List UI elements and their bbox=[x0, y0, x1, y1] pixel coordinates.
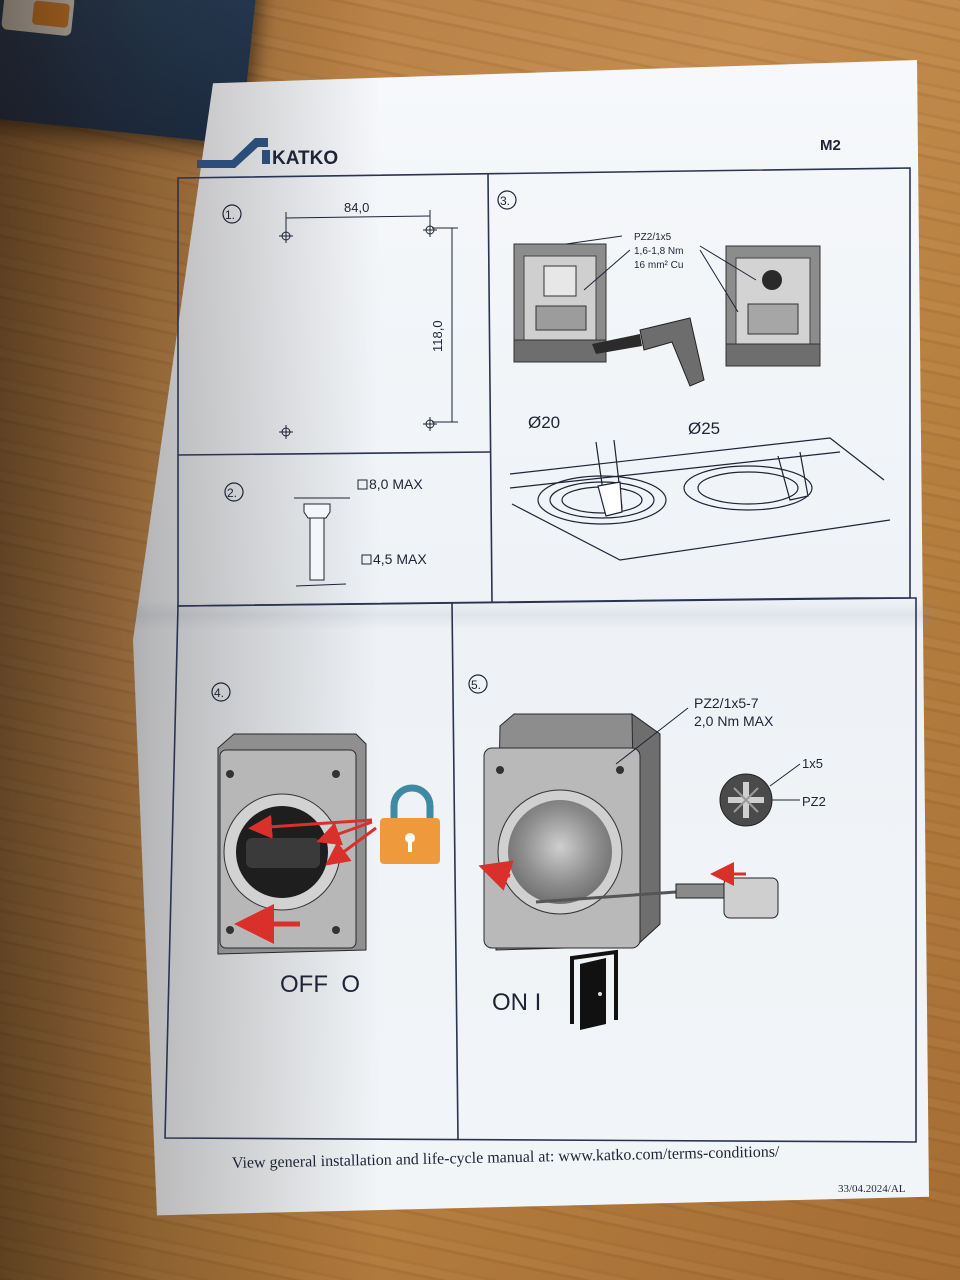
switch-module-right bbox=[699, 245, 821, 367]
step-1-badge bbox=[222, 204, 242, 224]
panel-1: 1. 84,0 118,0 bbox=[222, 200, 458, 439]
footer-note: View general installation and life-cycle… bbox=[232, 1144, 780, 1172]
spec-3-line-2: 1,6-1,8 Nm bbox=[634, 246, 683, 257]
head-max: 8,0 MAX bbox=[369, 476, 423, 492]
doc-code: M2 bbox=[820, 137, 841, 154]
spec-5-line-2: 2,0 Nm MAX bbox=[694, 713, 774, 729]
padlock-icon bbox=[380, 784, 440, 864]
dim-height: 118,0 bbox=[430, 320, 445, 352]
katko-logo bbox=[197, 138, 270, 168]
state-off: OFF O bbox=[280, 971, 360, 998]
doc-date: 33/04.2024/AL bbox=[838, 1183, 906, 1195]
switch-off-illustration bbox=[217, 733, 377, 955]
knockout-drawing bbox=[509, 437, 891, 561]
mount-holes bbox=[279, 223, 437, 439]
step-3-number: 3. bbox=[500, 194, 510, 208]
panel-5: 5. PZ2/1x5-7 2,0 Nm MAX 1x5 PZ2 bbox=[468, 674, 826, 1030]
step-2-badge bbox=[224, 482, 244, 502]
step-5-number: 5. bbox=[471, 678, 481, 692]
step-2-number: 2. bbox=[227, 486, 237, 500]
step-5-badge bbox=[468, 674, 488, 694]
bit-type: PZ2 bbox=[802, 794, 826, 809]
door-icon bbox=[570, 949, 618, 1030]
switch-module-left bbox=[513, 235, 631, 363]
pozidriv-bit-icon bbox=[719, 763, 801, 827]
step-1-number: 1. bbox=[225, 208, 235, 222]
bit-size: 1x5 bbox=[802, 756, 823, 771]
panel-3: 3. PZ2/1x5 1,6-1,8 Nm 16 mm² Cu bbox=[497, 190, 891, 561]
step-4-badge bbox=[211, 682, 231, 702]
switch-on-illustration bbox=[478, 707, 689, 951]
step-3-badge bbox=[497, 190, 517, 210]
shaft-max: 4,5 MAX bbox=[373, 551, 427, 567]
panel-2: 2. 8,0 MAX 4,5 MAX bbox=[224, 476, 427, 587]
spec-5-line-1: PZ2/1x5-7 bbox=[694, 695, 759, 711]
dim-width: 84,0 bbox=[344, 200, 369, 215]
screw-drawing bbox=[294, 497, 350, 587]
screwdriver-5 bbox=[535, 862, 779, 919]
spec-3-line-3: 16 mm² Cu bbox=[634, 260, 683, 271]
screwdriver-3 bbox=[592, 317, 705, 387]
hole-large: Ø25 bbox=[688, 419, 720, 438]
spec-3-line-1: PZ2/1x5 bbox=[634, 232, 672, 243]
panel-grid bbox=[164, 167, 917, 1143]
dim-width-line bbox=[285, 210, 458, 423]
brand-name: KATKO bbox=[272, 148, 338, 169]
state-on: ON I bbox=[492, 989, 541, 1016]
hole-small: Ø20 bbox=[528, 413, 560, 432]
step-4-number: 4. bbox=[214, 686, 224, 700]
panel-4: 4. OFF O bbox=[211, 682, 440, 998]
shadow bbox=[0, 0, 380, 1280]
